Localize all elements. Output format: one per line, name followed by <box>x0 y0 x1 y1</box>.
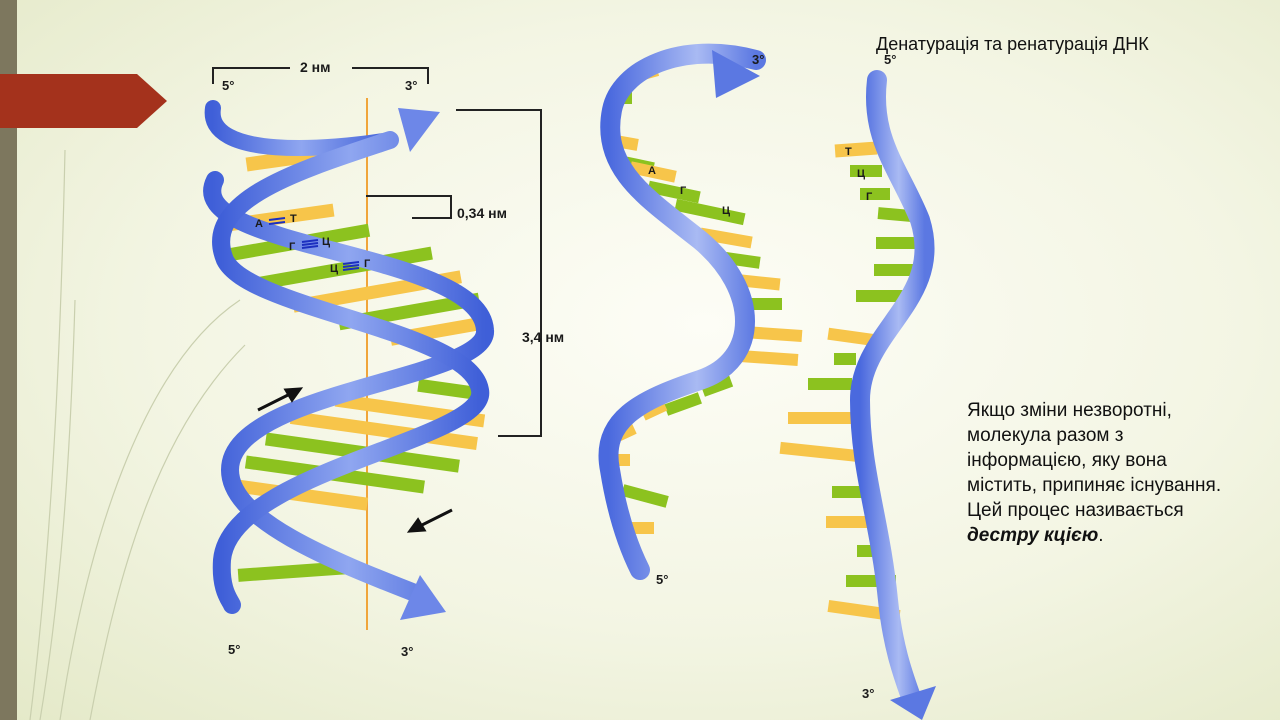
bottom-left-end-label: 5° <box>228 642 240 657</box>
strand-b-base-1: Т <box>845 146 852 158</box>
top-right-end-label: 3° <box>405 78 417 93</box>
pair-3-left-base: Ц <box>330 263 338 275</box>
pitch-label: 3,4 нм <box>522 329 564 345</box>
body-paragraph: Якщо зміни незворотні, молекула разом з … <box>967 398 1232 548</box>
strand-a-base-3: Ц <box>722 205 730 217</box>
body-intro-text: Якщо зміни незворотні, молекула разом з … <box>967 400 1222 521</box>
decorative-swooshes <box>29 149 246 720</box>
body-end-punct: . <box>1098 525 1104 546</box>
strand-b-bottom-end: 3° <box>862 686 874 701</box>
strand-b-top-end: 5° <box>884 52 896 67</box>
strand-b-base-2: Ц <box>857 168 865 180</box>
direction-arrows <box>257 387 453 533</box>
separated-strand-b <box>779 70 936 720</box>
pair-3-right-base: Г <box>364 258 371 270</box>
term-destruction-part2: кцією <box>1043 525 1099 546</box>
red-chevron-accent <box>0 74 167 128</box>
separated-strand-a <box>598 43 803 580</box>
term-destruction-part1: дестру <box>967 525 1039 546</box>
width-label: 2 нм <box>300 59 331 75</box>
bottom-right-end-label: 3° <box>401 644 413 659</box>
rise-label: 0,34 нм <box>457 205 507 221</box>
base-pair-labels: А Т Г Ц Ц Г <box>255 213 371 275</box>
pair-1-left-base: А <box>255 218 263 230</box>
main-helix-strands <box>203 100 494 620</box>
pair-2-right-base: Ц <box>322 236 330 248</box>
strand-a-bottom-end: 5° <box>656 572 668 587</box>
left-accent-bar <box>0 0 17 720</box>
top-left-end-label: 5° <box>222 78 234 93</box>
slide-title: Денатурація та ренатурація ДНК <box>876 34 1149 54</box>
pair-1-right-base: Т <box>290 213 297 225</box>
strand-b-base-3: Г <box>866 191 873 203</box>
strand-a-base-2: Г <box>680 185 687 197</box>
strand-a-base-1: А <box>648 165 656 177</box>
pair-2-left-base: Г <box>289 241 296 253</box>
dimension-brackets <box>212 67 542 437</box>
strand-a-top-end: 3° <box>752 52 764 67</box>
